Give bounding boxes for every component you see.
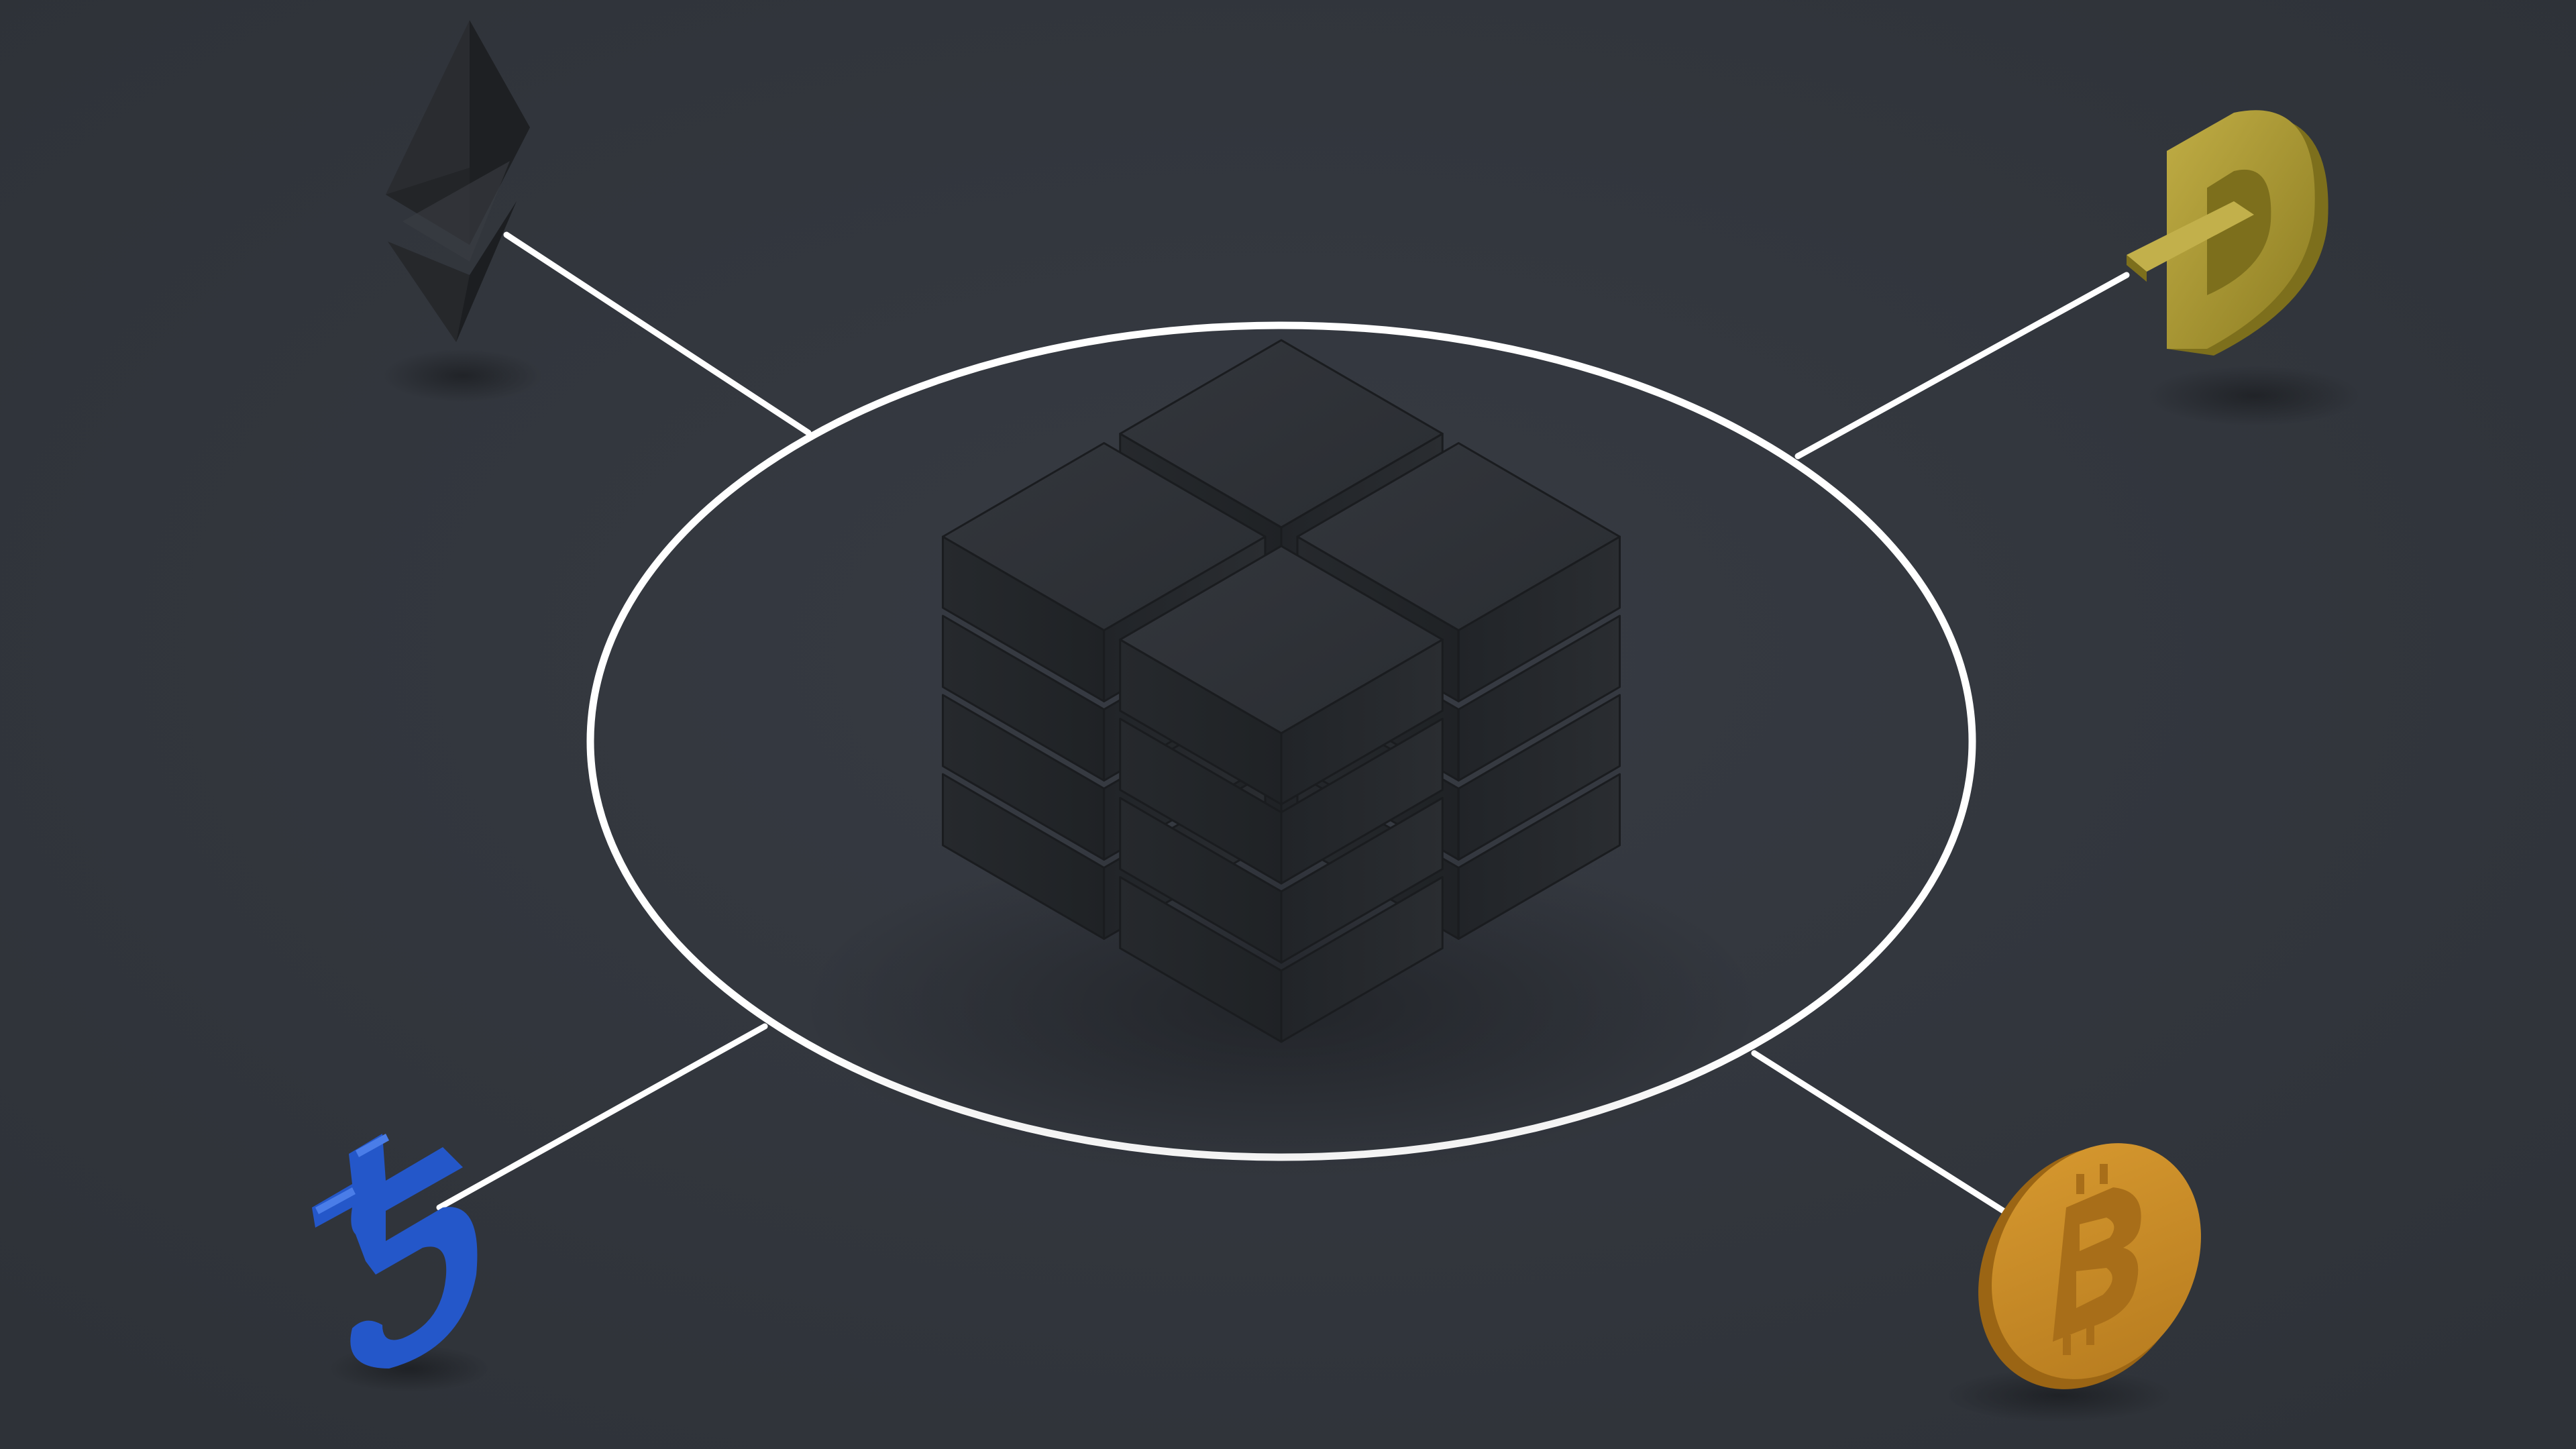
block-top [941, 442, 1267, 631]
connector-ethereum [503, 231, 812, 436]
block-top [1119, 339, 1444, 529]
block-side-right [1280, 796, 1444, 964]
block-top [1119, 545, 1444, 735]
block-side-right [1457, 773, 1621, 940]
connector-dogecoin [1794, 272, 2130, 460]
connector-bitcoin [1751, 1050, 2023, 1224]
block-side-right [1457, 694, 1621, 861]
block-side-right [1280, 875, 1444, 1043]
dogecoin-icon [2127, 110, 2361, 426]
connector-tezos [436, 1023, 768, 1211]
block-side-right [1457, 614, 1621, 782]
server-block-stack [941, 339, 1621, 1043]
ethereum-icon [382, 20, 543, 402]
bitcoin-icon [1945, 1143, 2201, 1422]
tezos-icon [312, 1134, 490, 1392]
block-side-right [1280, 717, 1444, 885]
block-top [1296, 442, 1621, 631]
connector-lines [436, 231, 2130, 1224]
